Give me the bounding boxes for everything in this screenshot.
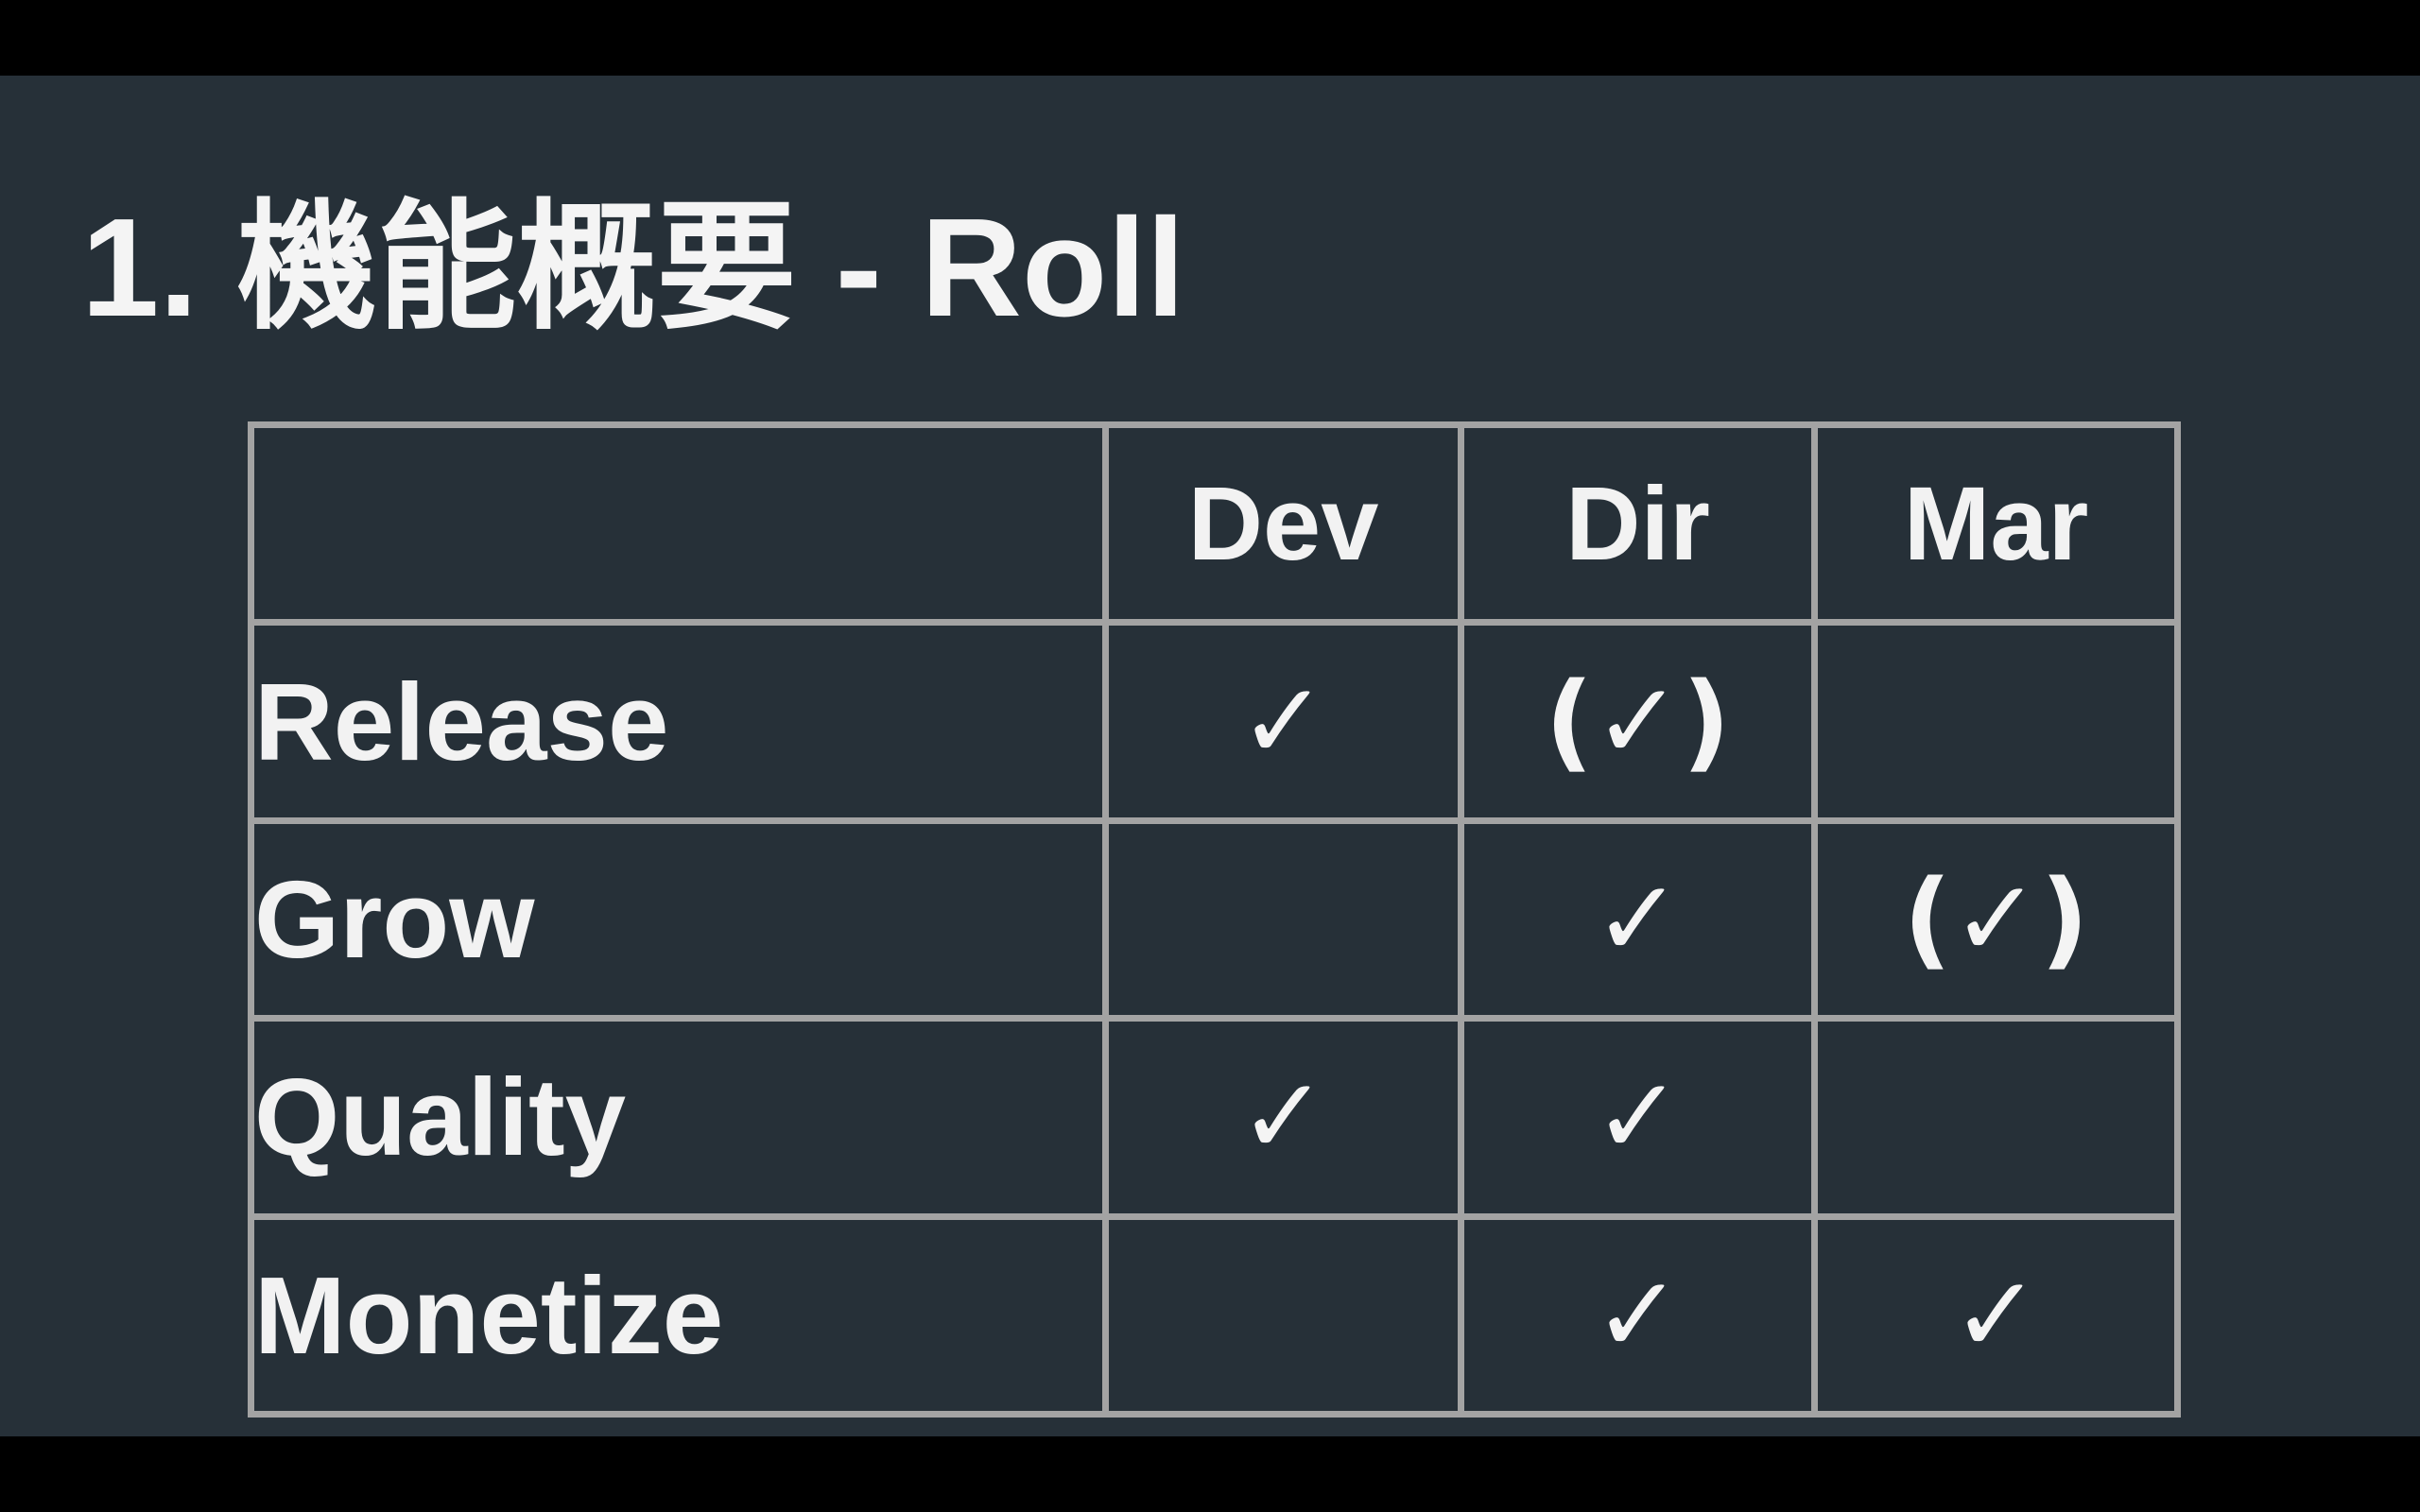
column-header-mar: Mar	[1811, 421, 2181, 627]
row-label-release: Release	[248, 619, 1109, 824]
table-cell: ✓	[1458, 1015, 1818, 1220]
role-table: Dev Dir Mar Release ✓ (✓) Grow ✓ (✓) Qua…	[248, 421, 2181, 1418]
table-row: Quality ✓ ✓	[248, 1015, 2181, 1220]
table-row: Grow ✓ (✓)	[248, 816, 2181, 1022]
table-cell: ✓	[1811, 1212, 2181, 1418]
table-row: Release ✓ (✓)	[248, 619, 2181, 824]
column-header-dir: Dir	[1458, 421, 1818, 627]
slide: 1. 機能概要 - Roll Dev Dir Mar Release ✓ (✓)	[0, 76, 2420, 1436]
check-mark: ✓	[1593, 1056, 1683, 1179]
table-cell	[1102, 1212, 1464, 1418]
check-mark: (✓)	[1903, 857, 2089, 981]
check-mark: ✓	[1951, 1253, 2041, 1377]
table-cell: ✓	[1102, 1015, 1464, 1220]
table-row: Monetize ✓ ✓	[248, 1212, 2181, 1418]
table-cell	[1811, 1015, 2181, 1220]
check-mark: ✓	[1238, 660, 1328, 783]
table-cell	[1811, 619, 2181, 824]
column-header-dev: Dev	[1102, 421, 1464, 627]
table-cell: (✓)	[1811, 816, 2181, 1022]
table-cell: (✓)	[1458, 619, 1818, 824]
row-label-monetize: Monetize	[248, 1212, 1109, 1418]
table-cell: ✓	[1102, 619, 1464, 824]
check-mark: ✓	[1593, 857, 1683, 981]
slide-title: 1. 機能概要 - Roll	[81, 190, 1185, 346]
check-mark: (✓)	[1545, 660, 1731, 783]
row-label-quality: Quality	[248, 1015, 1109, 1220]
table-corner-cell	[248, 421, 1109, 627]
row-label-grow: Grow	[248, 816, 1109, 1022]
table-cell: ✓	[1458, 816, 1818, 1022]
table-header-row: Dev Dir Mar	[248, 421, 2181, 627]
check-mark: ✓	[1593, 1253, 1683, 1377]
table-cell	[1102, 816, 1464, 1022]
table-cell: ✓	[1458, 1212, 1818, 1418]
check-mark: ✓	[1238, 1056, 1328, 1179]
role-table-container: Dev Dir Mar Release ✓ (✓) Grow ✓ (✓) Qua…	[248, 421, 2181, 1418]
